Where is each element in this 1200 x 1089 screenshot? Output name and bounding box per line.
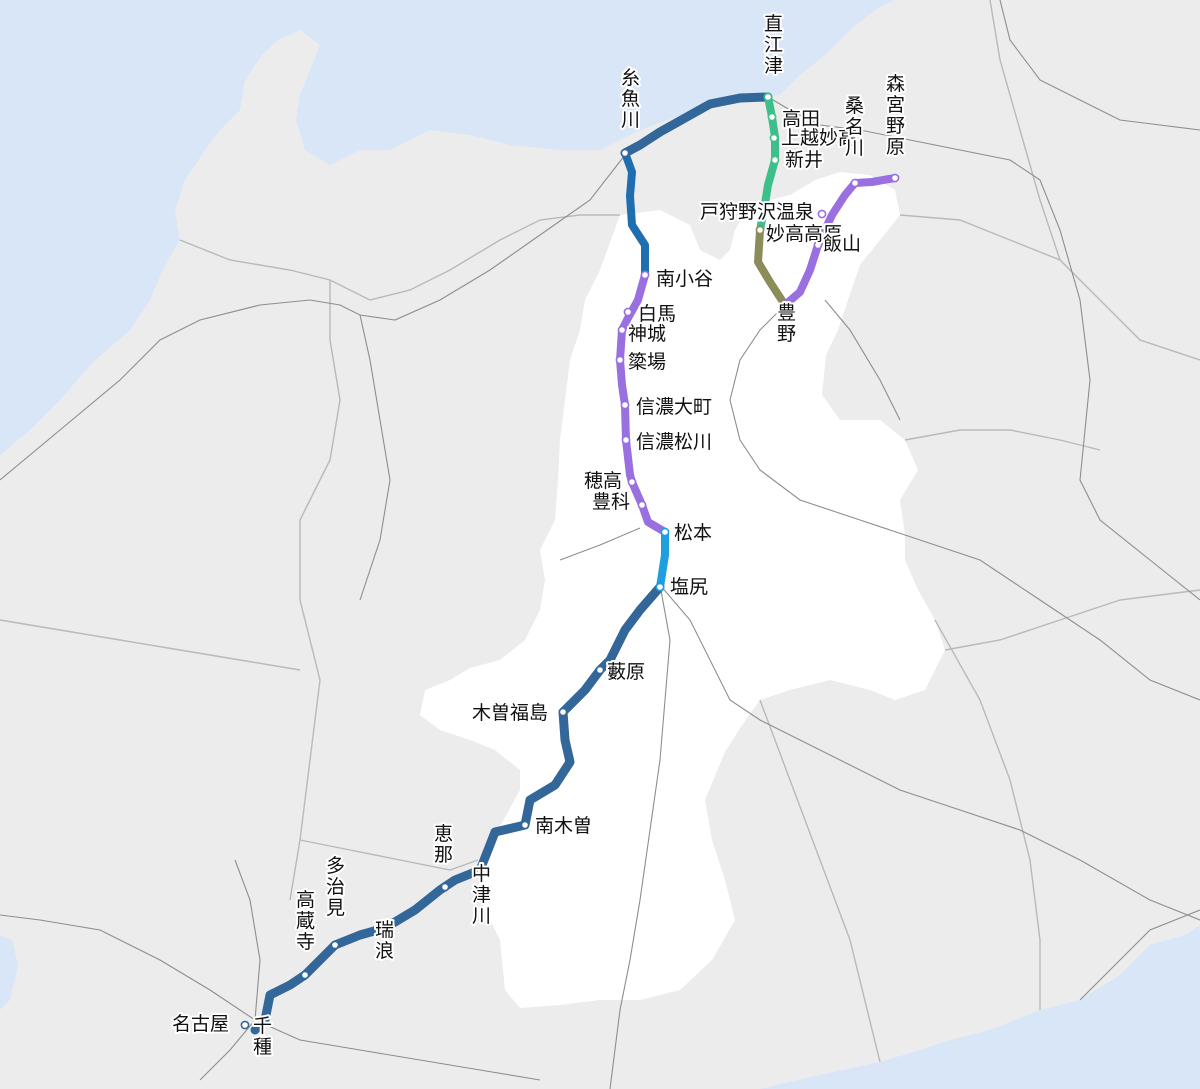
station-marker-shinanomatsukawa [621, 435, 631, 445]
route-chuo-line [250, 582, 665, 1035]
station-marker-minamiotari [640, 270, 650, 280]
station-label-yabuhara: 藪原 [607, 661, 645, 683]
station-label-itoigawa: 糸魚川 [621, 67, 640, 131]
station-label-kuwanagawa: 桑名川 [845, 95, 864, 159]
station-marker-naoetsu [763, 92, 773, 102]
route-oito-north [621, 149, 649, 279]
station-label-nagoya: 名古屋 [172, 1013, 229, 1035]
station-marker-hakuba [623, 307, 633, 317]
station-marker-chikusa [257, 1017, 267, 1027]
station-marker-nakatsugawa [475, 865, 485, 875]
bay-south [960, 1020, 1165, 1089]
station-label-shinanoomachi: 信濃大町 [636, 396, 712, 418]
station-marker-shiojiri [655, 582, 665, 592]
station-label-kamishiro: 神城 [628, 323, 666, 345]
station-label-kisofukushima: 木曽福島 [472, 702, 548, 724]
station-marker-morimiyanohara [890, 173, 900, 183]
station-marker-kozoji [300, 970, 310, 980]
station-label-mizunami: 瑞浪 [375, 919, 394, 962]
station-label-iiyama: 飯山 [823, 233, 861, 255]
station-marker-hotaka [627, 477, 637, 487]
station-marker-yanaba [615, 355, 625, 365]
route-iiyama [781, 174, 899, 309]
route-matsumoto-shiojiri [656, 528, 669, 591]
station-marker-nagoya [240, 1020, 250, 1030]
station-label-toyono: 豊野 [777, 302, 796, 345]
station-marker-joetsumyoko [769, 133, 779, 143]
station-label-toyoshina: 豊科 [592, 491, 630, 513]
bay-west [0, 935, 18, 1010]
station-marker-ena [440, 882, 450, 892]
station-markers [240, 92, 900, 1030]
prefecture-borders [0, 0, 1200, 1063]
station-label-morimiyanohara: 森宮野原 [886, 73, 905, 158]
station-label-hakuba: 白馬 [638, 303, 676, 325]
station-marker-nagiso [520, 820, 530, 830]
station-label-shiojiri: 塩尻 [670, 576, 708, 598]
station-marker-toyono [780, 300, 790, 310]
station-label-arai: 新井 [785, 149, 823, 171]
station-marker-mizunami [380, 923, 390, 933]
station-marker-itoigawa [620, 148, 630, 158]
station-label-hotaka: 穂高 [584, 470, 622, 492]
station-marker-togarinozawaonsen [817, 209, 827, 219]
station-label-nagiso: 南木曽 [535, 815, 592, 837]
station-marker-arai [770, 155, 780, 165]
station-marker-matsumoto [660, 527, 670, 537]
station-label-nakatsugawa: 中津川 [472, 863, 491, 927]
station-label-tajimi: 多治見 [326, 855, 345, 919]
route-shinano-railway [754, 226, 789, 309]
station-marker-kamishiro [617, 325, 627, 335]
station-marker-shinanoomachi [620, 400, 630, 410]
station-label-naoetsu: 直江津 [764, 13, 783, 77]
station-marker-takada [767, 112, 777, 122]
nagano-prefecture [420, 172, 945, 1008]
station-marker-toyoshina [637, 500, 647, 510]
station-label-shinanomatsukawa: 信濃松川 [636, 431, 712, 453]
station-label-minamiotari: 南小谷 [656, 268, 713, 290]
station-marker-iiyama [813, 240, 823, 250]
station-marker-myokokogen [755, 225, 765, 235]
station-label-takada: 高田 [782, 108, 820, 130]
island [238, 95, 290, 145]
station-label-kozoji: 高蔵寺 [296, 889, 315, 953]
station-label-togarinozawaonsen: 戸狩野沢温泉 [700, 201, 814, 223]
station-marker-tajimi [330, 940, 340, 950]
station-marker-kisofukushima [558, 707, 568, 717]
station-label-yanaba: 簗場 [628, 351, 666, 373]
station-label-ena: 恵那 [434, 823, 453, 866]
route-naoetsu-itoigawa [620, 92, 773, 158]
station-label-chikusa: 千種 [253, 1015, 272, 1058]
station-label-joetsumyoko: 上越妙高 [781, 127, 857, 149]
station-marker-kuwanagawa [850, 178, 860, 188]
station-label-matsumoto: 松本 [674, 522, 712, 544]
station-label-myokokogen: 妙高高原 [766, 223, 842, 245]
station-marker-yabuhara [595, 665, 605, 675]
